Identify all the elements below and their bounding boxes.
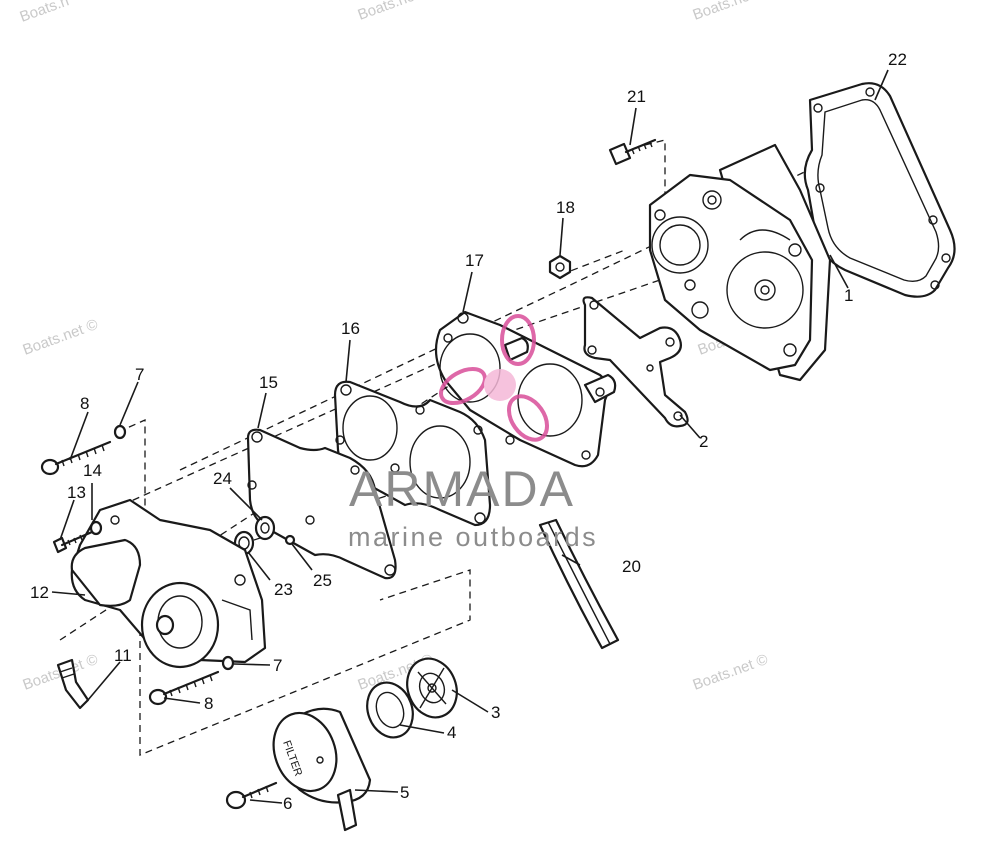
callout-8-bottom: 8 <box>204 694 213 713</box>
callout-17: 17 <box>465 251 484 270</box>
callout-16: 16 <box>341 319 360 338</box>
callout-2: 2 <box>699 432 708 451</box>
filter-screen-3 <box>406 657 458 719</box>
callout-5: 5 <box>400 783 409 802</box>
nut-18 <box>548 254 572 280</box>
bracket-plate-2 <box>582 296 689 428</box>
fitting-13 <box>52 530 94 554</box>
callout-18: 18 <box>556 198 575 217</box>
callout-7-bottom: 7 <box>273 656 282 675</box>
brand-logo: ARMADA marine outboards <box>348 314 598 552</box>
filter-cup-5: FILTER <box>272 707 372 832</box>
watermark-mid-left: Boats.net © <box>21 316 101 359</box>
callout-3: 3 <box>491 703 500 722</box>
brand-tagline: marine outboards <box>348 522 598 552</box>
callout-24: 24 <box>213 469 232 488</box>
callout-8-top: 8 <box>80 394 89 413</box>
callout-12: 12 <box>30 583 49 602</box>
callout-7-top: 7 <box>135 365 144 384</box>
bolt-21 <box>608 138 657 166</box>
brand-flower-mark <box>439 314 550 442</box>
washer-7-bottom <box>221 655 235 671</box>
screw-6 <box>225 781 278 810</box>
callout-4: 4 <box>447 723 456 742</box>
fitting-14 <box>89 520 103 536</box>
screw-8-top <box>40 440 112 476</box>
callout-25: 25 <box>313 571 332 590</box>
gasket-22 <box>803 82 956 298</box>
brand-name: ARMADA <box>349 461 575 517</box>
housing-17 <box>434 310 617 468</box>
callout-22: 22 <box>888 50 907 69</box>
watermark-top-right: Boats.net <box>691 0 757 24</box>
washer-7-top <box>113 424 127 440</box>
callout-6: 6 <box>283 794 292 813</box>
cover-12 <box>70 498 267 669</box>
watermark-top-center: Boats.net <box>356 0 422 24</box>
gasket-ring-4 <box>366 681 414 739</box>
callout-13: 13 <box>67 483 86 502</box>
hose-20 <box>538 518 620 650</box>
watermark-bottom-right: Boats.net © <box>691 651 771 694</box>
leader-lines <box>51 69 889 804</box>
callout-23: 23 <box>274 580 293 599</box>
callout-11: 11 <box>114 646 132 665</box>
screw-8-bottom <box>148 670 220 706</box>
callout-15: 15 <box>259 373 278 392</box>
callout-1: 1 <box>844 286 853 305</box>
pin-25 <box>284 534 296 546</box>
callout-numbers: 1 2 3 4 5 6 7 7 8 8 11 12 13 14 15 16 17… <box>30 50 907 813</box>
callout-21: 21 <box>627 87 646 106</box>
elbow-fitting-11 <box>56 658 90 710</box>
callout-14: 14 <box>83 461 102 480</box>
callout-20: 20 <box>622 557 641 576</box>
washer-24 <box>254 515 276 541</box>
pump-body-1 <box>648 143 832 382</box>
watermark-top-left: Boats.n <box>18 0 72 26</box>
